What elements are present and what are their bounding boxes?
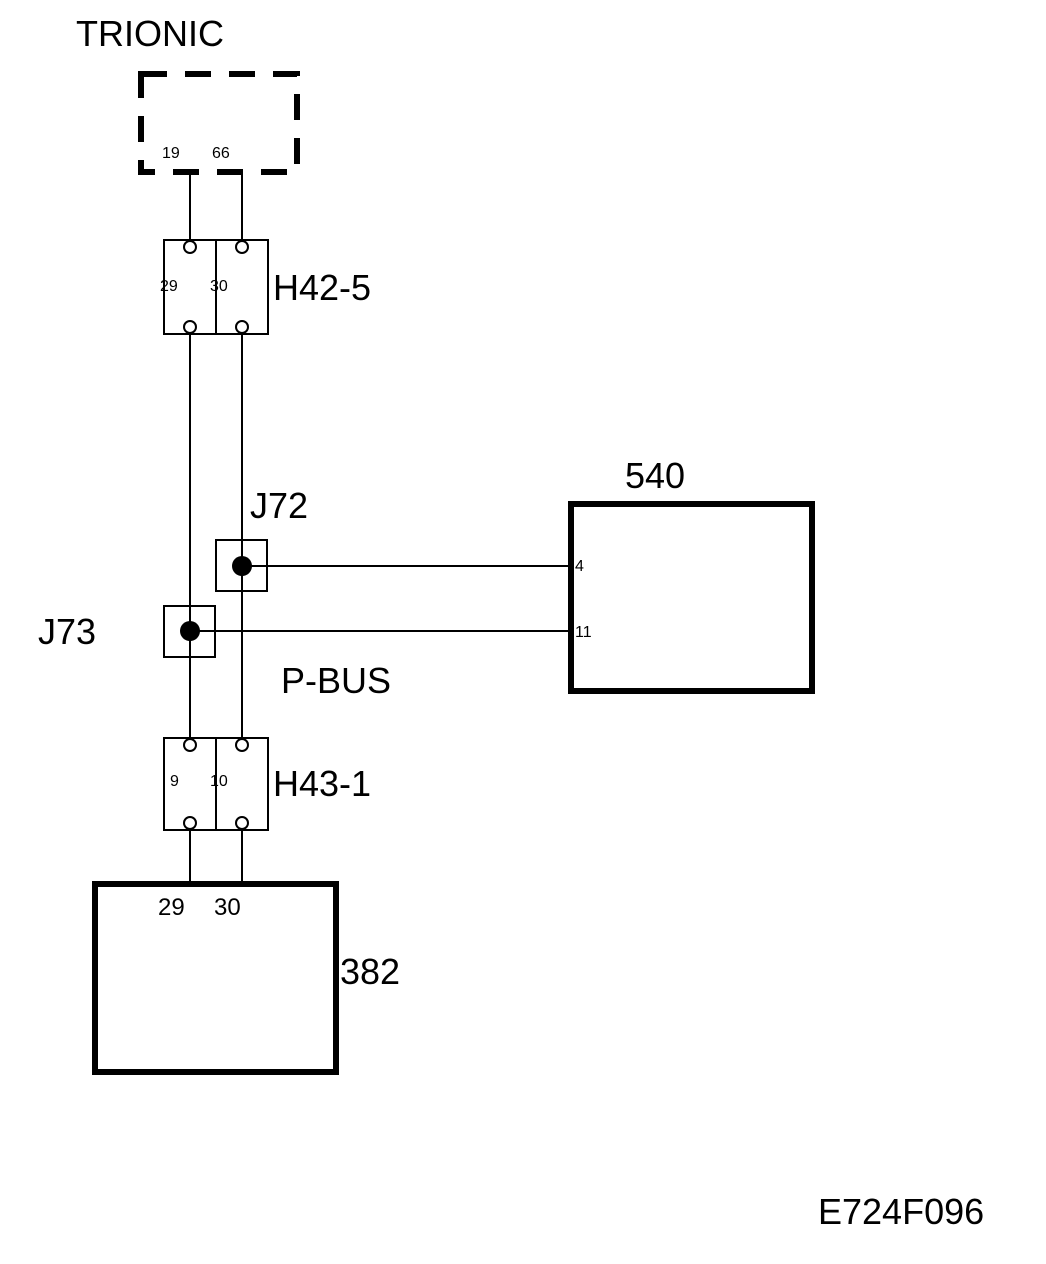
module-382-pin-30: 30 — [214, 894, 241, 921]
module-540 — [568, 501, 815, 694]
module-540-pin-11: 11 — [575, 624, 592, 641]
module-540-label: 540 — [625, 455, 685, 496]
module-382-pin-29: 29 — [158, 894, 185, 921]
p-bus-label: P-BUS — [281, 660, 391, 701]
figure-code: E724F096 — [818, 1191, 984, 1232]
j72-label: J72 — [250, 485, 308, 526]
trionic-module — [138, 71, 300, 175]
trionic-pin-19: 19 — [162, 145, 180, 162]
module-540-pin-4: 4 — [575, 558, 584, 575]
h43-label: H43-1 — [273, 763, 371, 804]
h42-pin-29: 29 — [160, 278, 178, 295]
j73-label: J73 — [38, 611, 96, 652]
h43-pin-10: 10 — [210, 773, 228, 790]
h42-pin-30: 30 — [210, 278, 228, 295]
trionic-pin-66: 66 — [212, 145, 230, 162]
connector-h43-1 — [163, 737, 269, 831]
module-382-label: 382 — [340, 951, 400, 992]
module-382 — [92, 881, 339, 1075]
h43-pin-9: 9 — [170, 773, 179, 790]
trionic-title: TRIONIC — [76, 13, 224, 54]
h42-label: H42-5 — [273, 267, 371, 308]
